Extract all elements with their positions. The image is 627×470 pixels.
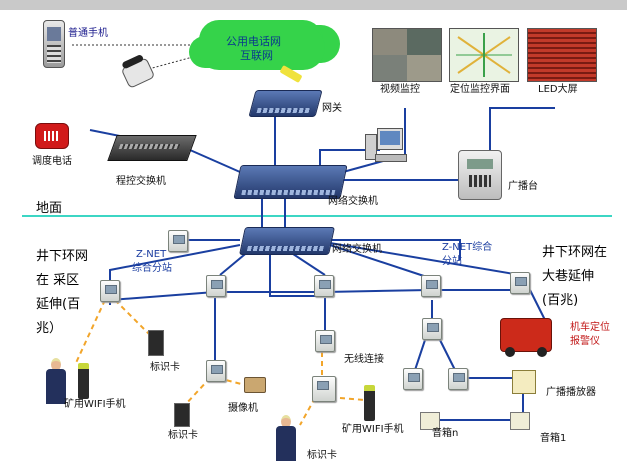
substation-box (206, 275, 226, 297)
substation-box (100, 280, 120, 302)
gateway-label: 网关 (322, 103, 342, 114)
pbx-label: 程控交换机 (116, 176, 166, 187)
switch-2-label: 网络交换机 (332, 244, 382, 255)
cloud-icon (197, 26, 325, 70)
dispatch-phone-icon (35, 123, 69, 149)
substation-box (422, 318, 442, 340)
substation-box (315, 330, 335, 352)
led-screen-panel (527, 28, 597, 82)
underground-right-line-3: (百兆) (542, 293, 579, 308)
substation-box (168, 230, 188, 252)
substation-box (403, 368, 423, 390)
id-card-icon (174, 403, 190, 427)
wifi-phone-1-label: 矿用WIFI手机 (64, 399, 126, 410)
amplifier-label: 广播播放器 (546, 387, 596, 398)
underground-left-line-2: 在 采区 (36, 273, 80, 288)
gateway-device (248, 90, 323, 117)
speaker-icon (510, 412, 530, 430)
substation-box (510, 272, 530, 294)
camera-icon (244, 377, 266, 393)
positioning-panel (449, 28, 519, 82)
speaker-icon (420, 412, 440, 430)
znet-1-label-line-2: 综合分站 (132, 263, 172, 274)
substation-box (421, 275, 441, 297)
wifi-phone-2-label: 矿用WIFI手机 (342, 424, 404, 435)
id-card-3-label: 标识卡 (307, 450, 337, 461)
underground-right-line-2: 大巷延伸 (542, 269, 595, 284)
wifi-phone-icon (78, 363, 89, 399)
video-monitor-label: 视频监控 (380, 84, 420, 95)
speaker-n-label: 音箱n (432, 428, 459, 439)
ground-label: 地面 (36, 201, 63, 216)
computer-icon (365, 128, 407, 164)
camera-label: 摄像机 (228, 403, 258, 414)
amplifier-icon (512, 370, 536, 394)
wireless-label: 无线连接 (344, 354, 384, 365)
pbx-device (107, 135, 197, 161)
locomotive-icon (500, 318, 552, 357)
id-card-2-label: 标识卡 (168, 430, 198, 441)
alarm-label-line-2: 报警仪 (570, 336, 600, 347)
network-switch-2 (239, 227, 335, 255)
znet-2-label-line-2: 分站 (442, 256, 462, 267)
alarm-label-line-1: 机车定位 (570, 322, 610, 333)
broadcast-label: 广播台 (508, 181, 538, 192)
miner-icon (276, 415, 296, 461)
underground-left-line-3: 延伸(百 (36, 297, 81, 312)
switch-1-label: 网络交换机 (328, 196, 378, 207)
underground-left-line-4: 兆） (36, 321, 63, 336)
underground-right-line-1: 井下环网在 (542, 245, 608, 260)
video-monitor-panel (372, 28, 442, 82)
positioning-label: 定位监控界面 (450, 84, 510, 95)
id-card-1-label: 标识卡 (150, 362, 180, 373)
cloud-label-1: 公用电话网 (226, 35, 281, 48)
substation-box (314, 275, 334, 297)
substation-box (312, 376, 336, 402)
dispatch-phone-label: 调度电话 (32, 156, 72, 167)
substation-box (206, 360, 226, 382)
led-screen-label: LED大屏 (538, 84, 578, 95)
id-card-icon (148, 330, 164, 356)
top-bar (0, 0, 627, 10)
underground-left-line-1: 井下环网 (36, 249, 89, 264)
znet-1-label-line-1: Z-NET (136, 249, 167, 260)
znet-2-label-line-1: Z-NET综合 (442, 242, 493, 253)
network-switch-1 (233, 165, 348, 199)
miner-icon (46, 358, 66, 404)
mobile-label: 普通手机 (68, 28, 108, 39)
speaker-1-label: 音箱1 (540, 433, 567, 444)
cloud-label-2: 互联网 (240, 49, 273, 62)
substation-box (448, 368, 468, 390)
wifi-phone-icon (364, 385, 375, 421)
broadcast-console-icon (458, 150, 502, 200)
mobile-phone-icon (43, 20, 65, 68)
